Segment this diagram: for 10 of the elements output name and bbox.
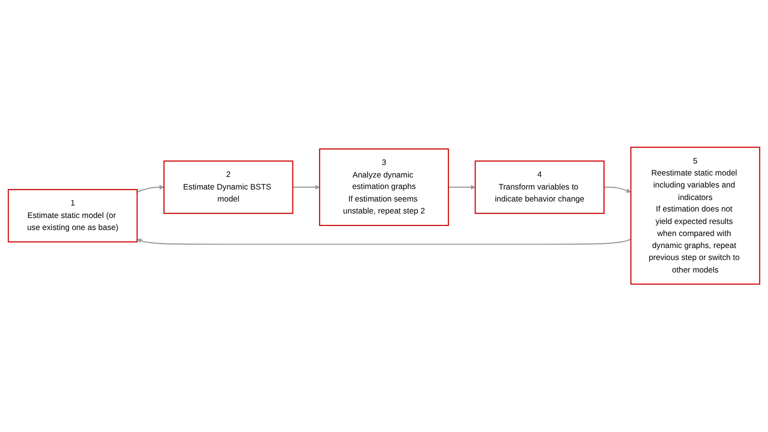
arrow xyxy=(448,185,476,190)
arrow xyxy=(136,185,164,193)
arrow xyxy=(604,186,632,194)
node-box: 5 Reestimate static model including variables and indicators If estimation does not yield expected results when compared with dynamic graphs, repeat previous step or switch to other models xyxy=(630,147,760,285)
arrow xyxy=(136,238,632,246)
node-box: 4 Transform variables to indicate behavior change xyxy=(474,160,605,214)
node-box: 2 Estimate Dynamic BSTS model xyxy=(163,160,294,214)
arrow xyxy=(292,185,320,190)
node-box: 3 Analyze dynamic estimation graphs If estimation seems unstable, repeat step 2 xyxy=(319,148,449,226)
node-box: 1 Estimate static model (or use existing one as base) xyxy=(8,189,138,243)
